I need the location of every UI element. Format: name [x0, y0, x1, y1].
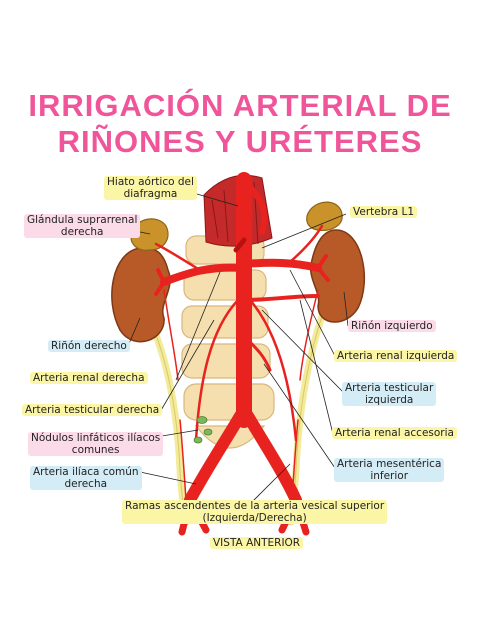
- left-kidney: [309, 229, 366, 323]
- right-adrenal-gland: [130, 218, 169, 251]
- arteries: [154, 172, 330, 536]
- label-l1-vertebra: Vertebra L1: [350, 206, 418, 218]
- right-kidney: [111, 246, 171, 343]
- title-line-2: RIÑONES Y URÉTERES: [57, 124, 423, 159]
- label-right-renal-artery: Arteria renal derecha: [30, 372, 148, 384]
- label-left-renal-artery: Arteria renal izquierda: [334, 350, 458, 362]
- leader-lines: [119, 191, 349, 505]
- left-adrenal-gland: [306, 201, 343, 231]
- label-superior-vesical-ascending-branches: Ramas ascendentes de la arteria vesical …: [122, 500, 388, 524]
- title-line-1: IRRIGACIÓN ARTERIAL DE: [28, 88, 452, 123]
- label-anterior-view: VISTA ANTERIOR: [210, 537, 304, 549]
- label-left-kidney: Riñón izquierdo: [348, 320, 436, 332]
- label-right-kidney: Riñón derecho: [48, 340, 130, 352]
- iliac-lymph-nodes: [193, 416, 213, 444]
- label-right-testicular-artery: Arteria testicular derecha: [22, 404, 163, 416]
- label-accessory-renal-artery: Arteria renal accesoria: [332, 427, 457, 439]
